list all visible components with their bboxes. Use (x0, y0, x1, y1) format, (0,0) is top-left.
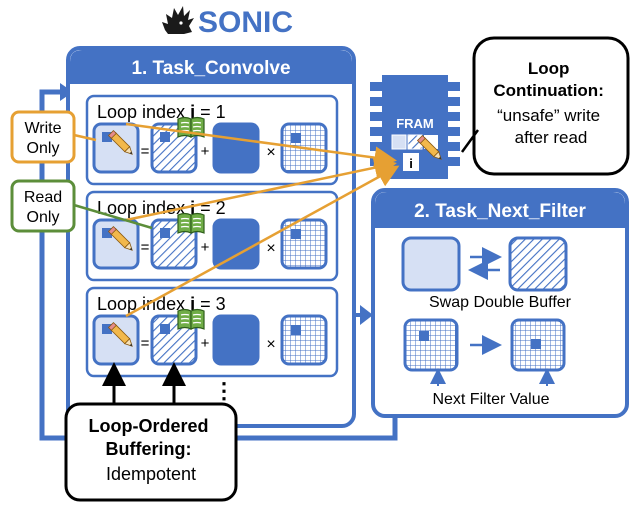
intermediate-value-3 (212, 314, 260, 366)
task-next-filter-panel: 2. Task_Next_Filter Swap Double Buffer N… (371, 188, 629, 418)
loop-ordered-text: Loop-Ordered Buffering: Idempotent (88, 416, 213, 484)
fram-index-label: i (409, 156, 413, 171)
hedgehog-icon (162, 6, 194, 34)
intermediate-value-2 (212, 218, 260, 270)
more-loops-ellipsis: ⋮ (213, 378, 235, 403)
plus-sign-3: + (201, 335, 210, 352)
equals-sign-1: = (141, 143, 150, 160)
swap-buffer-a (401, 236, 461, 292)
plus-sign-2: + (201, 239, 210, 256)
loop-index-label-1: Loop index i = 1 (97, 102, 226, 122)
times-sign-2: × (266, 240, 275, 257)
plus-sign-1: + (201, 143, 210, 160)
output-buffer-1 (92, 122, 140, 174)
intermediate-value-1 (212, 122, 260, 174)
equals-sign-3: = (141, 335, 150, 352)
times-sign-1: × (266, 144, 275, 161)
output-buffer-2 (92, 218, 140, 270)
task-convolve-header: 1. Task_Convolve (131, 58, 290, 79)
output-buffer-3 (92, 314, 140, 366)
filter-current (403, 318, 459, 372)
loop-continuation-text: Loop Continuation: “unsafe” write after … (493, 59, 608, 147)
write-arrows (125, 122, 400, 318)
loop-ordered-callout: Loop-Ordered Buffering: Idempotent (64, 362, 238, 502)
loop-continuation-callout: Loop Continuation: “unsafe” write after … (460, 36, 630, 176)
fram-chip: FRAM i (370, 75, 460, 179)
loop-block-2: Loop index i = 2 = + × (85, 190, 339, 282)
loop-block-1: Loop index i = 1 = + × (85, 94, 339, 186)
book-icon (177, 212, 205, 234)
loop-index-label-3: Loop index i = 3 (97, 294, 226, 314)
next-filter-value-label: Next Filter Value (432, 391, 549, 408)
swap-buffer-b (508, 236, 568, 292)
loop-block-3: Loop index i = 3 = + × (85, 286, 339, 378)
convolve-to-filter-arrowhead (360, 305, 373, 325)
task-next-filter-header: 2. Task_Next_Filter (414, 201, 586, 222)
swap-double-buffer-label: Swap Double Buffer (429, 294, 572, 311)
equals-sign-2: = (141, 239, 150, 256)
loop-index-label-2: Loop index i = 2 (97, 198, 226, 218)
book-icon (177, 308, 205, 330)
filter-buffer-3 (280, 314, 328, 366)
page-title: SONIC (198, 6, 293, 39)
times-sign-3: × (266, 336, 275, 353)
swap-arrows (468, 247, 502, 280)
fram-label: FRAM (396, 116, 434, 131)
